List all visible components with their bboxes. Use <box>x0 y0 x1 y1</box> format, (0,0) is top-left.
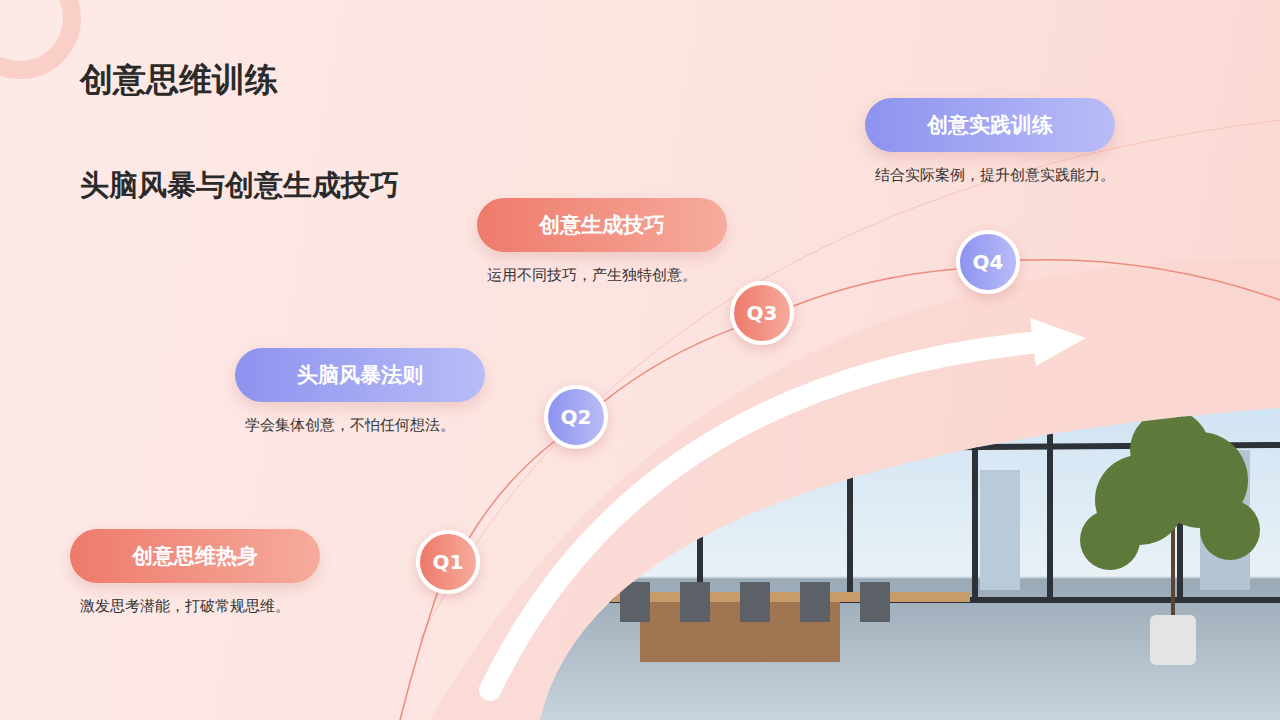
arc-line <box>988 260 1280 300</box>
quarter-circle: Q3 <box>730 281 794 345</box>
stage-heading: 创意生成技巧 <box>539 211 665 239</box>
quarter-node: Q3 <box>730 281 794 345</box>
arc-connector <box>469 441 555 538</box>
stage-pill: 创意生成技巧 <box>477 198 727 252</box>
quarter-node: Q4 <box>956 230 1020 294</box>
stage-description: 激发思考潜能，打破常规思维。 <box>70 595 320 618</box>
stage-heading: 创意实践训练 <box>927 111 1053 139</box>
quarter-node: Q2 <box>544 385 608 449</box>
stage-node: 创意实践训练结合实际案例，提升创意实践能力。 <box>865 98 1115 187</box>
progress-arrow-head <box>1030 318 1086 366</box>
stage-heading: 头脑风暴法则 <box>297 361 423 389</box>
stage-pill: 创意实践训练 <box>865 98 1115 152</box>
stage-node: 头脑风暴法则学会集体创意，不怕任何想法。 <box>235 348 485 437</box>
arc-connector <box>793 269 957 306</box>
quarter-number: Q3 <box>747 301 778 325</box>
quarter-number: Q2 <box>561 405 592 429</box>
corner-ring <box>0 0 72 70</box>
arc-connector <box>604 329 734 402</box>
quarter-circle: Q4 <box>956 230 1020 294</box>
quarter-number: Q1 <box>433 550 464 574</box>
stage-pill: 创意思维热身 <box>70 529 320 583</box>
stage-heading: 创意思维热身 <box>132 542 258 570</box>
stage-node: 创意生成技巧运用不同技巧，产生独特创意。 <box>477 198 727 287</box>
pink-band <box>430 260 1280 720</box>
progress-arrow <box>490 342 1040 690</box>
office-photo <box>520 400 1280 720</box>
quarter-node: Q1 <box>416 530 480 594</box>
quarter-number: Q4 <box>973 250 1004 274</box>
stage-pill: 头脑风暴法则 <box>235 348 485 402</box>
quarter-circle: Q2 <box>544 385 608 449</box>
stage-node: 创意思维热身激发思考潜能，打破常规思维。 <box>70 529 320 618</box>
quarter-circle: Q1 <box>416 530 480 594</box>
stage-description: 结合实际案例，提升创意实践能力。 <box>865 164 1115 187</box>
slide-title: 创意思维训练 <box>80 58 278 103</box>
stage-description: 运用不同技巧，产生独特创意。 <box>477 264 727 287</box>
subtitle: 头脑风暴与创意生成技巧 <box>80 166 399 206</box>
stage-description: 学会集体创意，不怕任何想法。 <box>235 414 485 437</box>
